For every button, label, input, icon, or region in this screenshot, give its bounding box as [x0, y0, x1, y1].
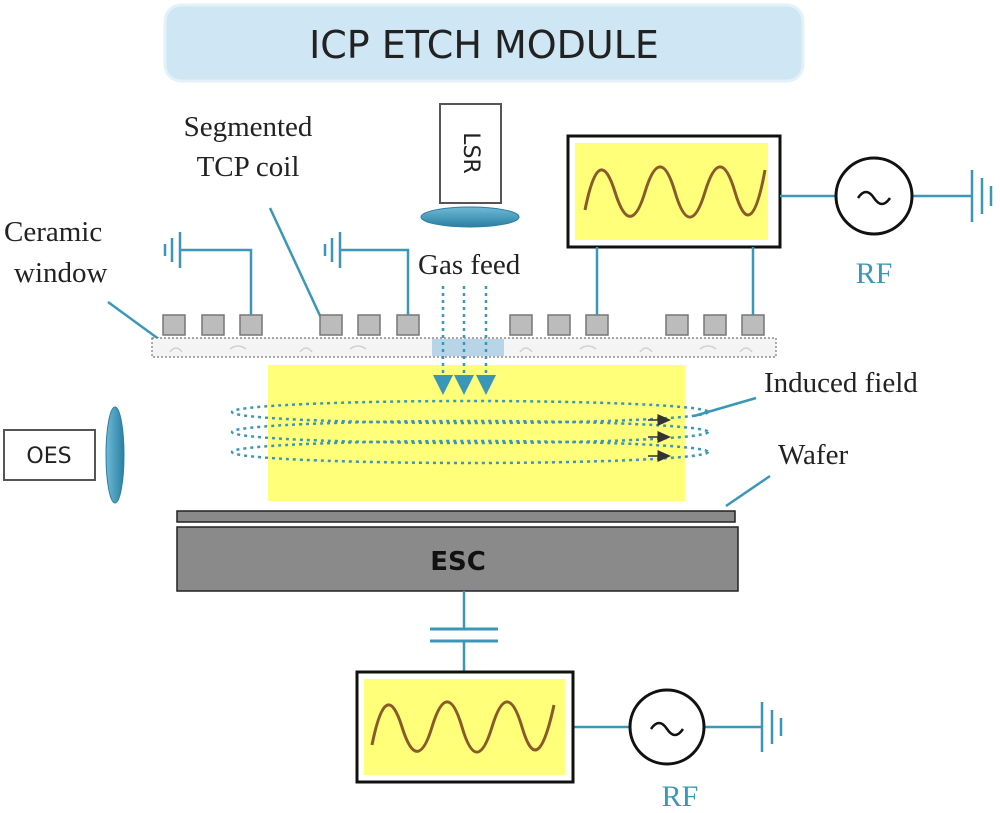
window-label-line2: window [14, 257, 108, 289]
esc-label: ESC [430, 547, 486, 577]
ac-source-icon [628, 688, 706, 766]
oes-lens-icon [105, 406, 125, 504]
induced-field-label: Induced field [764, 367, 918, 399]
ground-icon [323, 232, 342, 268]
oes-sensor: OES [3, 429, 96, 481]
wafer [176, 510, 736, 523]
lsr-label: LSR [458, 132, 483, 174]
rf-top-label: RF [856, 257, 893, 290]
plasma-region [268, 365, 685, 501]
oes-label: OES [26, 444, 71, 469]
leader-lines [107, 207, 771, 508]
window-label-line1: Ceramic [4, 216, 102, 248]
ground-icon [163, 232, 182, 268]
title-banner: ICP ETCH MODULE [163, 3, 805, 83]
sine-wave-icon [583, 165, 767, 219]
ac-source-icon [834, 156, 914, 236]
rf-bottom-label: RF [662, 780, 699, 813]
lsr-lens-icon [420, 206, 520, 228]
capacitor-icon [430, 627, 498, 643]
page-title: ICP ETCH MODULE [309, 23, 659, 67]
gas-feed-label: Gas feed [418, 249, 521, 281]
top-rf-generator [566, 134, 782, 249]
field-direction-arrows [648, 414, 671, 462]
gas-feed-arrows [433, 286, 496, 395]
coil-label-line1: Segmented [184, 111, 313, 143]
top-rf-wiring [595, 194, 972, 315]
coil-label-line2: TCP coil [197, 151, 300, 183]
wafer-label: Wafer [778, 439, 848, 471]
sine-wave-icon [370, 700, 556, 754]
tcp-coil-segments [162, 314, 765, 336]
ground-icon [970, 170, 993, 222]
bottom-rf-wiring [462, 591, 762, 729]
esc-chuck: ESC [176, 526, 739, 592]
bottom-rf-generator [355, 670, 575, 784]
lsr-laser: LSR [439, 103, 502, 204]
induced-field-loops [230, 399, 710, 465]
coil-ground-wiring [180, 248, 410, 315]
ground-icon [760, 702, 783, 752]
ceramic-window [151, 337, 777, 358]
